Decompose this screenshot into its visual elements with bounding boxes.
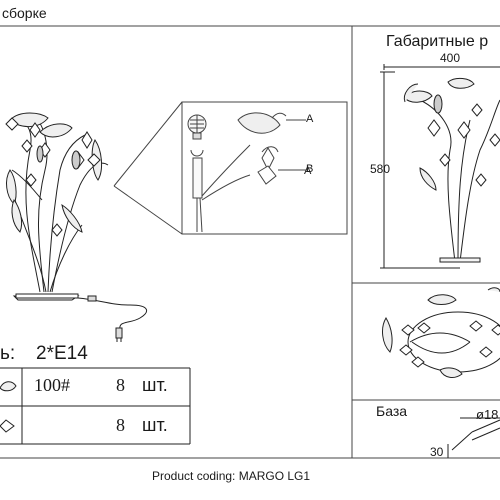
detail-label-a: A xyxy=(304,165,312,177)
dimension-view xyxy=(380,64,500,269)
sheet-frame xyxy=(0,25,500,459)
detail-label-a-top: A xyxy=(306,113,314,125)
dimensions-title-fragment: Габаритные р xyxy=(386,33,489,50)
lamp-front-view xyxy=(5,112,147,342)
leaf-qty-code: 100# xyxy=(34,375,70,395)
width-dimension: 400 xyxy=(440,51,461,65)
lamp-type-spec: 2*E14 xyxy=(36,343,88,364)
lamp-type-fragment: ь: xyxy=(0,343,16,364)
bud-unit: шт. xyxy=(142,415,168,435)
base-title: База xyxy=(376,403,408,419)
leaf-count: 8 xyxy=(116,375,125,395)
spec-table-frame xyxy=(0,367,191,445)
height-dimension: 580 xyxy=(370,162,391,176)
assembly-title-fragment: сборке xyxy=(2,5,47,21)
base-dimension xyxy=(447,417,500,458)
detail-label-b: B xyxy=(306,163,314,175)
top-view xyxy=(382,287,500,378)
detail-callout xyxy=(113,101,348,235)
bud-count: 8 xyxy=(116,415,125,435)
base-diameter-fragment: ø18 xyxy=(476,407,499,422)
base-height: 30 xyxy=(430,445,444,459)
leaf-unit: шт. xyxy=(142,375,168,395)
product-coding: Product coding: MARGO LG1 xyxy=(152,469,311,483)
